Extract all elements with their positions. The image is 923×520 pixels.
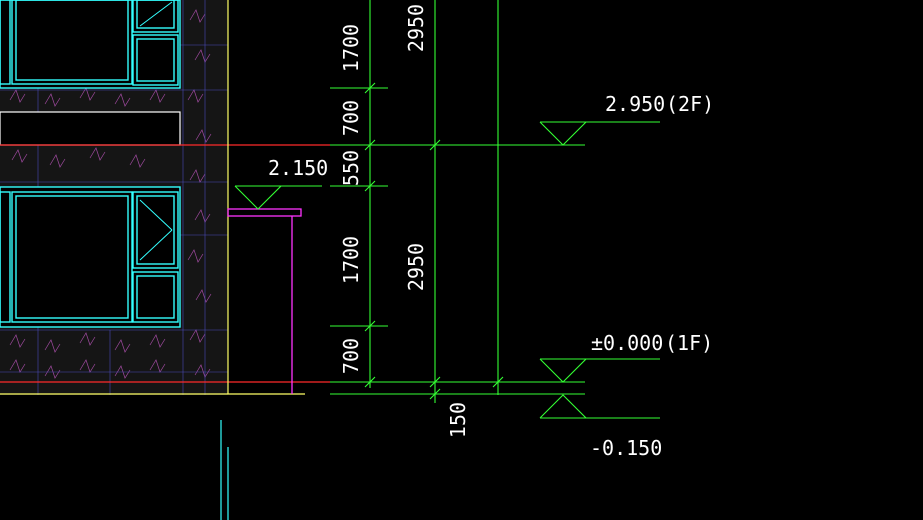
elev-1f-value: ±0.000	[591, 331, 663, 355]
bottom-cyan-lines	[220, 420, 229, 520]
elev-ground-value: -0.150	[590, 436, 662, 460]
lower-window[interactable]	[0, 186, 181, 328]
dimension-labels: 1700 700 550 1700 700 2950 2950 150	[339, 4, 470, 438]
elev-1f-label: (1F)	[665, 331, 713, 355]
elevation-marker-1f	[539, 358, 660, 383]
dim-inner-mid: 2950	[404, 243, 428, 291]
elev-2f-label: (2F)	[666, 92, 714, 116]
elev-canopy-value: 2.150	[268, 156, 328, 180]
entrance-canopy[interactable]	[227, 208, 302, 394]
dim-bottom-offset: 150	[446, 402, 470, 438]
elev-2f-value: 2.950	[605, 92, 665, 116]
dim-outer-c: 1700	[339, 236, 363, 284]
dim-outer-d: 700	[339, 338, 363, 374]
elevation-marker-2f	[539, 121, 660, 146]
dim-outer-top: 1700	[339, 24, 363, 72]
elevation-marker-canopy	[234, 185, 322, 210]
upper-window[interactable]	[0, 0, 181, 89]
floor-lines	[0, 144, 330, 383]
dim-outer-a: 700	[339, 100, 363, 136]
elevation-marker-ground	[539, 394, 660, 419]
dimension-lines	[330, 0, 585, 403]
dim-outer-b: 550	[339, 150, 363, 186]
upper-window-sill	[0, 111, 181, 146]
elevation-labels: 2.950 (2F) 2.150 ±0.000 (1F) -0.150	[268, 92, 714, 460]
dim-inner-top: 2950	[404, 4, 428, 52]
